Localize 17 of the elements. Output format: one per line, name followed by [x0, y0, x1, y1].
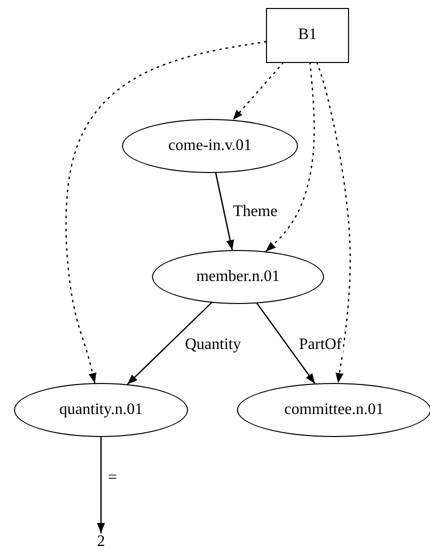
arrow — [97, 436, 105, 534]
entity-box — [266, 8, 349, 62]
edge-label: PartOf — [298, 336, 343, 354]
node-label: quantity.n.01 — [59, 401, 143, 419]
node-label: member.n.01 — [196, 268, 280, 286]
value-text: 2 — [97, 533, 105, 551]
arrow — [256, 302, 316, 384]
arrow — [232, 62, 284, 121]
arrow — [215, 172, 234, 251]
node-label: committee.n.01 — [284, 401, 384, 419]
arrow — [265, 62, 315, 252]
node-label: B1 — [298, 26, 317, 44]
edge-label: Quantity — [184, 336, 242, 354]
arrow — [316, 62, 351, 384]
arrow — [65, 41, 267, 384]
arrow — [126, 302, 212, 385]
node-label: come-in.v.01 — [168, 137, 252, 155]
